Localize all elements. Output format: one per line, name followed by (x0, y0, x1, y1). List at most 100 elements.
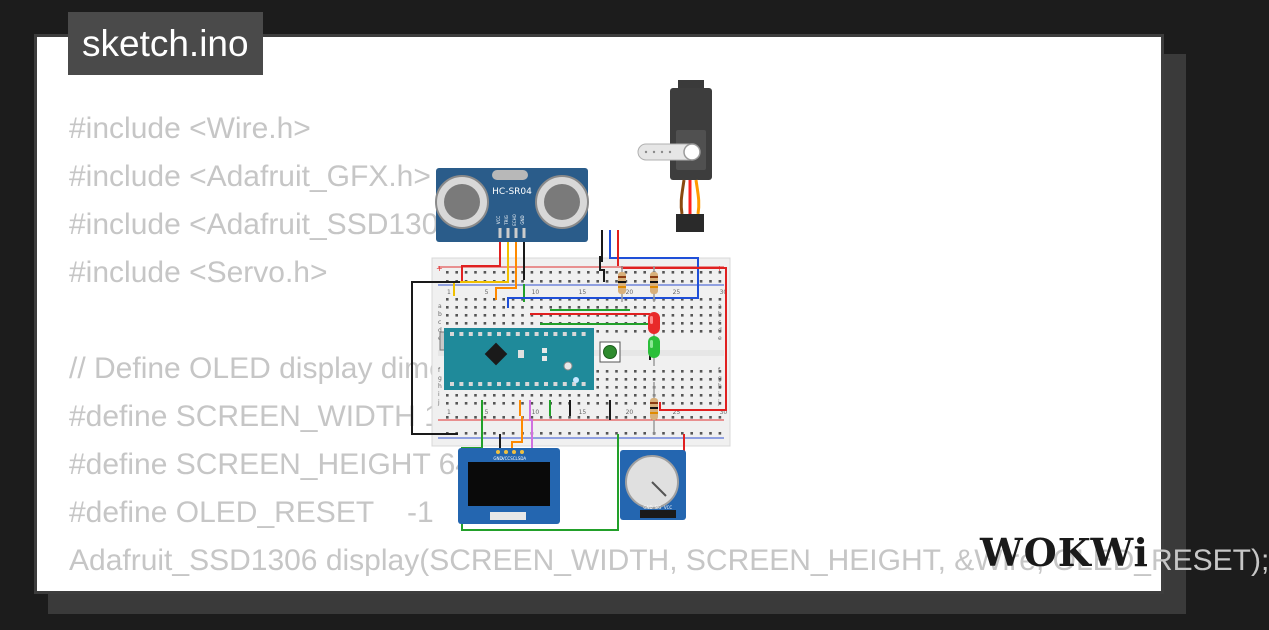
servo-motor[interactable] (637, 80, 712, 232)
nano-pin (525, 382, 530, 386)
breadboard-hole (502, 322, 505, 325)
breadboard-hole (662, 432, 665, 435)
file-tab[interactable]: sketch.ino (68, 12, 263, 75)
breadboard-hole (634, 370, 637, 373)
breadboard-hole (671, 378, 675, 381)
breadboard-hole (511, 314, 515, 317)
breadboard-hole (455, 394, 458, 397)
breadboard-hole (634, 298, 637, 301)
breadboard-hole (558, 314, 562, 317)
sensor-pin (514, 228, 518, 238)
breadboard-hole (662, 280, 665, 283)
breadboard-hole (568, 432, 571, 435)
breadboard-hole (624, 416, 628, 419)
breadboard-hole (605, 402, 609, 405)
breadboard-hole (615, 280, 618, 283)
breadboard-hole (474, 306, 477, 309)
breadboard-row-letter: c (718, 319, 721, 326)
breadboard-hole (549, 432, 552, 435)
breadboard-column-number: 1 (447, 289, 451, 296)
breadboard-hole (699, 370, 703, 373)
oled-pin-label: SCL (510, 456, 518, 461)
breadboard-hole (530, 314, 534, 317)
breadboard-hole (634, 416, 637, 419)
breadboard-hole (511, 271, 515, 274)
breadboard-hole (558, 394, 562, 397)
breadboard-hole (568, 394, 571, 397)
breadboard-row-letter: e (718, 335, 722, 342)
breadboard-hole (662, 306, 665, 309)
breadboard-hole (662, 394, 665, 397)
breadboard-hole (615, 330, 618, 333)
breadboard-hole (615, 378, 618, 381)
breadboard-hole (502, 298, 505, 301)
breadboard-hole (634, 386, 637, 389)
breadboard-hole (699, 280, 703, 283)
breadboard-hole (568, 306, 571, 309)
breadboard-hole (690, 432, 693, 435)
breadboard-hole (699, 378, 703, 381)
breadboard-hole (634, 432, 637, 435)
breadboard-hole (446, 402, 449, 405)
breadboard-hole (483, 298, 487, 301)
breadboard-hole (690, 394, 693, 397)
breadboard-column-number: 30 (720, 289, 728, 296)
breadboard-hole (634, 306, 637, 309)
breadboard-hole (643, 298, 646, 301)
breadboard-hole (549, 306, 552, 309)
file-tab-label: sketch.ino (82, 23, 249, 64)
breadboard-hole (662, 298, 665, 301)
breadboard-hole (709, 280, 712, 283)
breadboard-hole (587, 306, 590, 309)
breadboard-hole (699, 432, 703, 435)
breadboard-hole (446, 416, 449, 419)
breadboard-hole (587, 416, 590, 419)
breadboard-hole (643, 432, 646, 435)
breadboard-hole (587, 314, 590, 317)
breadboard-hole (483, 314, 487, 317)
green-led[interactable] (648, 336, 660, 366)
breadboard-hole (699, 271, 703, 274)
breadboard-hole (624, 330, 628, 333)
breadboard-hole (624, 306, 628, 309)
breadboard-hole (540, 416, 543, 419)
breadboard-hole (690, 370, 693, 373)
breadboard-hole (577, 416, 581, 419)
breadboard-hole (540, 394, 543, 397)
breadboard-hole (568, 416, 571, 419)
breadboard-hole (493, 306, 496, 309)
breadboard-hole (605, 370, 609, 373)
breadboard-hole (643, 378, 646, 381)
breadboard-hole (455, 322, 458, 325)
oled-pin-label: GND (493, 456, 502, 461)
breadboard-hole (699, 306, 703, 309)
sensor-pin-label: ECHO (512, 214, 517, 225)
oled-pin-label: SDA (518, 456, 527, 461)
breadboard-hole (605, 394, 609, 397)
breadboard-hole (493, 314, 496, 317)
breadboard-hole (455, 271, 458, 274)
breadboard-hole (718, 370, 722, 373)
breadboard-hole (587, 394, 590, 397)
breadboard-hole (596, 378, 599, 381)
breadboard-hole (709, 322, 712, 325)
breadboard-hole (530, 394, 534, 397)
breadboard-hole (587, 280, 590, 283)
breadboard-row-letter: f (718, 367, 721, 374)
arduino-nano[interactable] (439, 328, 594, 390)
breadboard-hole (596, 432, 599, 435)
push-button[interactable] (599, 341, 621, 363)
breadboard-hole (549, 271, 552, 274)
nano-pin (459, 332, 464, 336)
breadboard-hole (709, 432, 712, 435)
breadboard-column-number: 10 (532, 409, 540, 416)
breadboard-hole (699, 402, 703, 405)
breadboard-hole (530, 271, 534, 274)
breadboard-hole (483, 322, 487, 325)
